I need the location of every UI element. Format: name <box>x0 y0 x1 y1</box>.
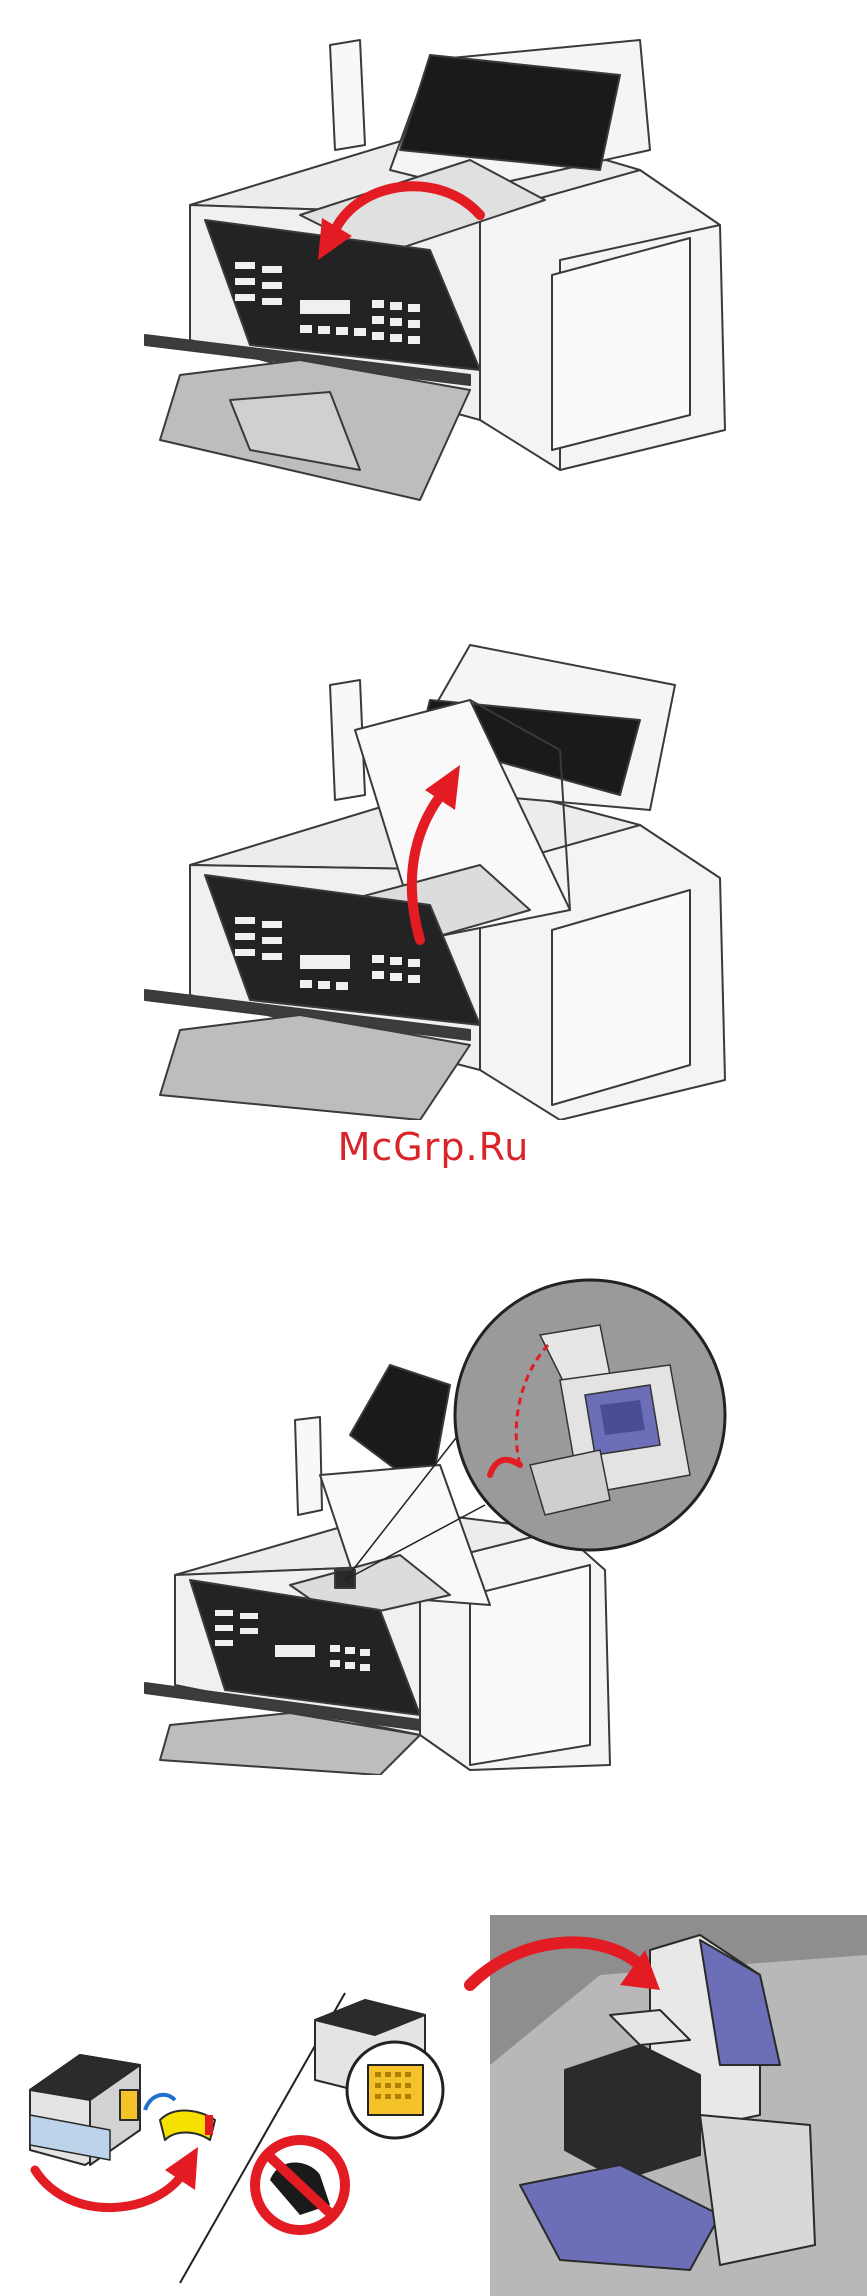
insert-cartridge-icon <box>470 1915 867 2296</box>
watermark-text: McGrp.Ru <box>0 1125 867 1169</box>
cartridge-tape-icon <box>30 2055 215 2208</box>
figure-lift-scanner-unit <box>0 620 867 1120</box>
figure-open-control-panel <box>0 0 867 520</box>
figure-open-cartridge-carrier-lid <box>0 1265 867 1775</box>
magnifier-inset <box>455 1280 725 1550</box>
printer-illustration <box>145 40 725 500</box>
printer-illustration <box>145 645 725 1120</box>
figure-remove-tape-and-insert-cartridge <box>0 1915 867 2296</box>
no-touch-contacts-icon <box>255 2000 443 2230</box>
